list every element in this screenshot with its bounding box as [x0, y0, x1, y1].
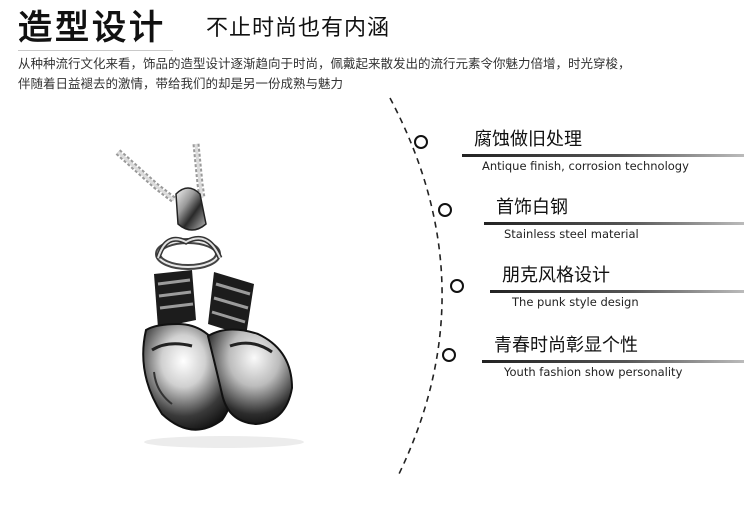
circle-bullet-icon [414, 135, 428, 149]
page-subtitle: 不止时尚也有内涵 [206, 16, 391, 41]
dashed-arc-divider [389, 97, 443, 477]
feature-title: 腐蚀做旧处理 [474, 129, 582, 150]
feature-underline [484, 222, 744, 225]
intro-line: 伴随着日益褪去的激情，带给我们的却是另一份成熟与魅力 [18, 76, 344, 91]
feature-subtitle: Stainless steel material [504, 227, 639, 241]
feature-underline [462, 154, 744, 157]
boxing-glove-pendant-icon [115, 143, 304, 448]
page-title: 造型设计 [18, 8, 166, 48]
circle-bullet-icon [442, 348, 456, 362]
feature-underline [490, 290, 744, 293]
circle-bullet-icon [438, 203, 452, 217]
feature-item: 首饰白钢 Stainless steel material [438, 196, 744, 242]
feature-subtitle: Youth fashion show personality [504, 365, 683, 379]
intro-line: 从种种流行文化来看，饰品的造型设计逐渐趋向于时尚，佩戴起来散发出的流行元素令你魅… [18, 56, 631, 71]
feature-title: 青春时尚彰显个性 [494, 335, 638, 356]
feature-title: 首饰白钢 [496, 197, 568, 218]
circle-bullet-icon [450, 279, 464, 293]
product-image [96, 124, 366, 454]
intro-text: 从种种流行文化来看，饰品的造型设计逐渐趋向于时尚，佩戴起来散发出的流行元素令你魅… [18, 54, 718, 94]
feature-item: 腐蚀做旧处理 Antique finish, corrosion technol… [414, 128, 744, 174]
feature-subtitle: The punk style design [512, 295, 639, 309]
feature-underline [482, 360, 744, 363]
title-divider [18, 50, 173, 51]
feature-subtitle: Antique finish, corrosion technology [482, 159, 689, 173]
feature-item: 青春时尚彰显个性 Youth fashion show personality [442, 334, 744, 380]
header: 造型设计 不止时尚也有内涵 从种种流行文化来看，饰品的造型设计逐渐趋向于时尚，佩… [18, 6, 728, 98]
feature-title: 朋克风格设计 [502, 265, 610, 286]
feature-item: 朋克风格设计 The punk style design [450, 264, 744, 310]
